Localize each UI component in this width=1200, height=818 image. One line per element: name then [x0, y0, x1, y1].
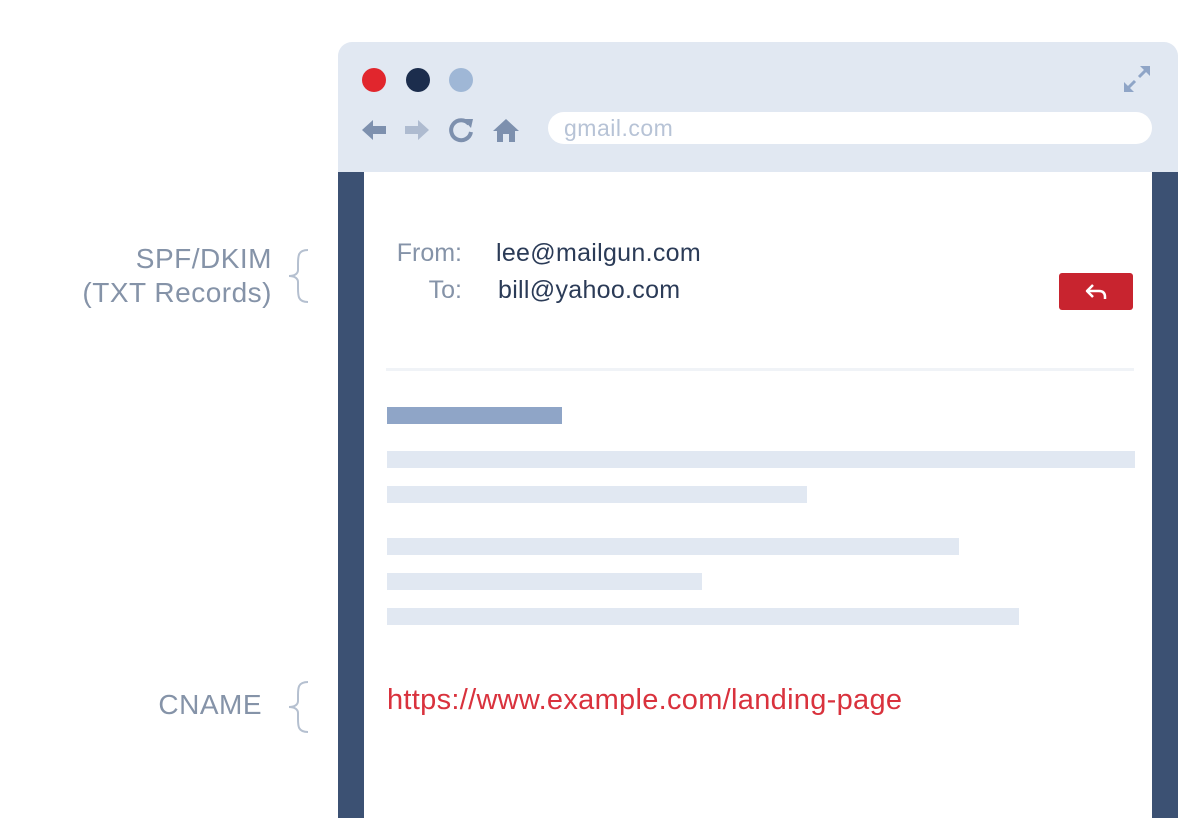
- txt-records-label: (TXT Records): [82, 277, 272, 308]
- email-content: From: lee@mailgun.com To: bill@yahoo.com…: [364, 172, 1152, 818]
- curly-brace-icon: [288, 249, 309, 303]
- spf-dkim-annotation: SPF/DKIM (TXT Records): [82, 242, 272, 310]
- minimize-window-dot[interactable]: [406, 68, 430, 92]
- body-line-placeholder: [387, 486, 807, 503]
- to-address: bill@yahoo.com: [498, 276, 681, 304]
- refresh-icon[interactable]: [446, 116, 476, 144]
- forward-arrow-icon[interactable]: [402, 116, 432, 144]
- from-label: From:: [396, 239, 462, 267]
- reply-icon: [1085, 283, 1107, 299]
- reply-button[interactable]: [1059, 273, 1133, 310]
- email-subject-placeholder: [387, 407, 562, 424]
- maximize-window-dot[interactable]: [449, 68, 473, 92]
- home-icon[interactable]: [491, 116, 521, 144]
- spf-dkim-label: SPF/DKIM: [135, 243, 272, 274]
- body-line-placeholder: [387, 538, 959, 555]
- landing-page-link[interactable]: https://www.example.com/landing-page: [387, 684, 903, 716]
- body-line-placeholder: [387, 608, 1019, 625]
- from-address: lee@mailgun.com: [496, 239, 701, 267]
- body-line-placeholder: [387, 573, 702, 590]
- address-bar[interactable]: gmail.com: [548, 112, 1152, 144]
- expand-icon[interactable]: [1122, 64, 1152, 94]
- window-frame-right: [1152, 172, 1178, 818]
- curly-brace-icon: [288, 681, 309, 733]
- header-divider: [386, 368, 1134, 371]
- address-bar-url: gmail.com: [564, 115, 674, 141]
- body-line-placeholder: [387, 451, 1135, 468]
- cname-annotation: CNAME: [158, 689, 262, 720]
- back-arrow-icon[interactable]: [359, 116, 389, 144]
- browser-window: gmail.com From: lee@mailgun.com To: bill…: [338, 42, 1178, 818]
- window-frame-left: [338, 172, 364, 818]
- close-window-dot[interactable]: [362, 68, 386, 92]
- browser-toolbar: gmail.com: [338, 42, 1178, 172]
- to-label: To:: [428, 276, 462, 304]
